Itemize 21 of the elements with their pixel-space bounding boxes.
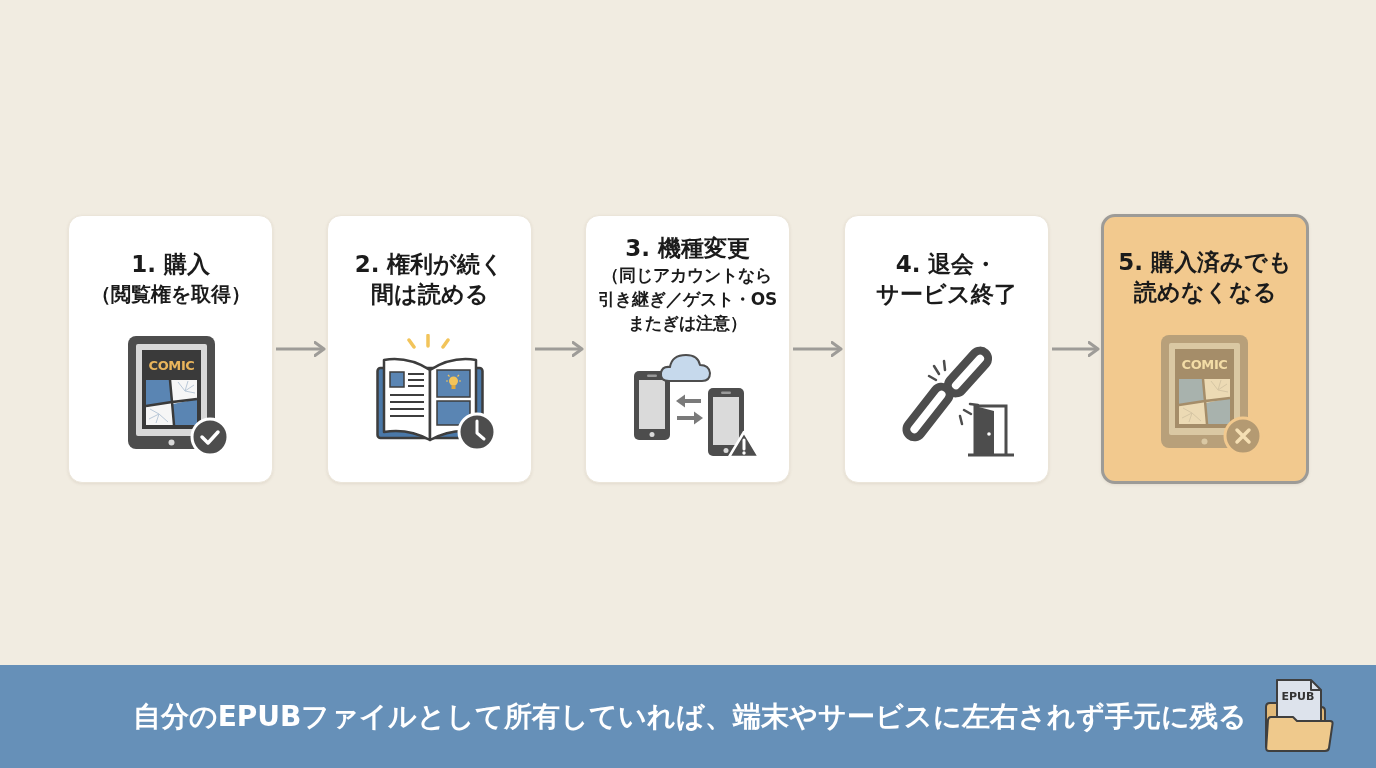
arrow — [793, 341, 843, 357]
summary-text: 自分のEPUBファイルとして所有していれば、端末やサービスに左右されず手元に残る — [132, 698, 1248, 735]
arrow — [1052, 341, 1100, 357]
step-card — [68, 215, 273, 483]
arrow — [535, 341, 584, 357]
step-card — [585, 215, 790, 483]
file-type-label: EPUB — [1280, 690, 1316, 704]
step-card — [327, 215, 532, 483]
highlighted-step-card — [1101, 214, 1309, 484]
step-title: 3. 機種変更 — [625, 234, 750, 263]
step-card — [844, 215, 1049, 483]
summary-banner — [0, 665, 1376, 768]
comic-cover-title: COMIC — [147, 358, 196, 374]
step-note: （閲覧権を取得） — [90, 281, 251, 308]
step-title: 4. 退会・サービス終了 — [876, 250, 1017, 309]
step-note: （同じアカウントなら引き継ぎ／ゲスト・OSまたぎは注意） — [597, 264, 778, 335]
arrow — [276, 341, 326, 357]
step-title: 1. 購入 — [131, 250, 210, 279]
comic-cover-title: COMIC — [1180, 357, 1229, 373]
step-title: 2. 権利が続く間は読める — [354, 250, 505, 309]
step-title: 5. 購入済みでも読めなくなる — [1118, 248, 1292, 307]
